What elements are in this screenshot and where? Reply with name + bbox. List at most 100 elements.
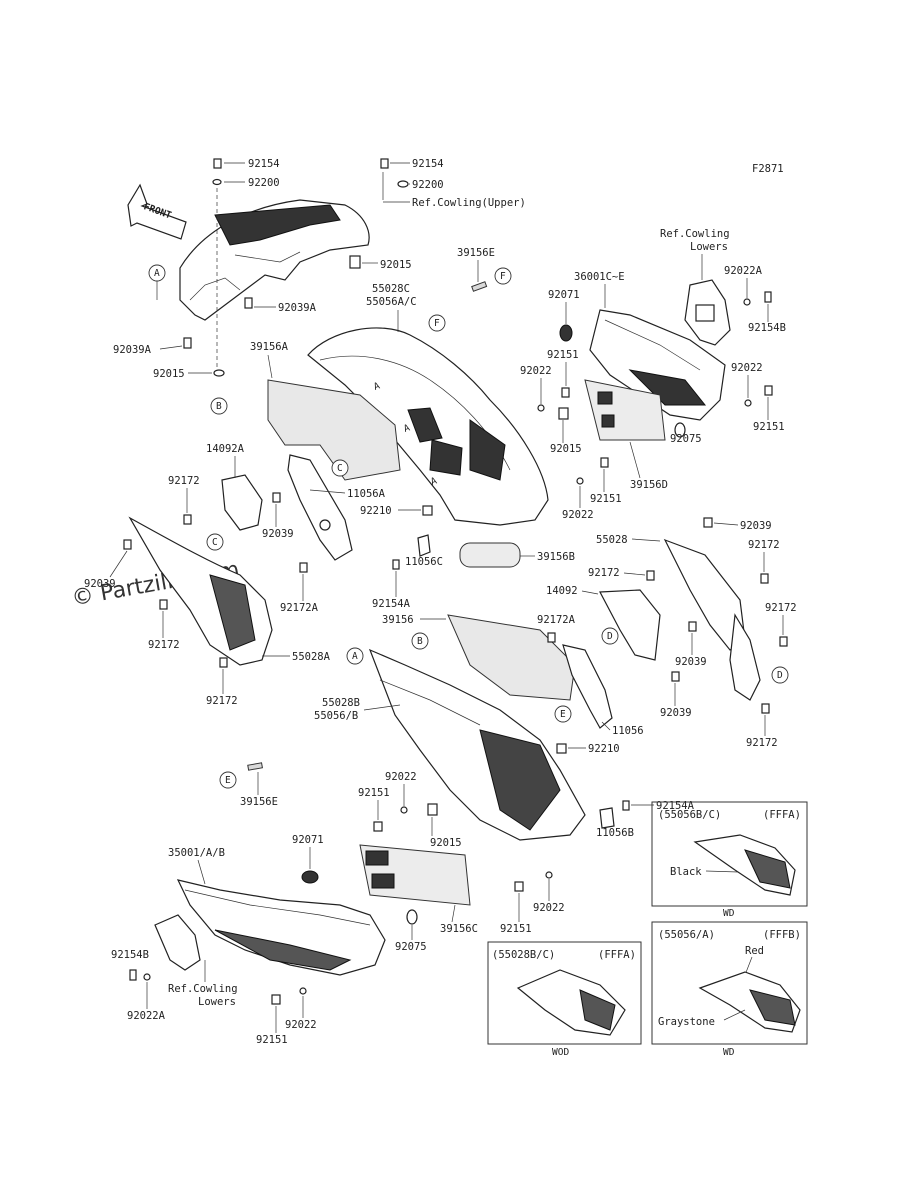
fastener-92015-mid (558, 407, 569, 420)
inset-55056a-market: WD (723, 1047, 735, 1058)
svg-text:A: A (429, 475, 438, 487)
label-92154b-top: 92154B (748, 322, 786, 334)
label-36001ce: 36001C~E (574, 271, 625, 283)
fastener-92151-right (764, 385, 773, 396)
inset-55028bc: (55028B/C) (FFFA) (487, 941, 642, 1045)
svg-text:A: A (402, 422, 411, 434)
svg-text:(FFFA): (FFFA) (598, 949, 636, 961)
inset-55056bc: (55056B/C) (FFFA) Black (651, 801, 808, 907)
fastener-92022-low2 (545, 871, 553, 879)
bracket-14092a (221, 474, 263, 531)
callout-a-low (346, 647, 364, 665)
label-92075-top: 92075 (670, 433, 702, 445)
side-cowl-55028 (663, 538, 761, 701)
svg-text:A: A (154, 268, 160, 279)
fastener-92172-left3 (219, 657, 228, 668)
label-14092a: 14092A (206, 443, 245, 455)
fastener-92039-right-low (671, 671, 680, 682)
label-92154-top-left: 92154 (248, 158, 280, 170)
fastener-92022-low (400, 806, 408, 814)
svg-text:Red: Red (745, 945, 764, 957)
sticker-39156 (447, 614, 576, 701)
fastener-92154-left (212, 158, 245, 186)
callout-b-low (411, 632, 429, 650)
fastener-92151-bottom (271, 994, 281, 1005)
sticker-39156a (267, 379, 401, 481)
fastener-92210-low (556, 743, 567, 754)
fastener-92151-mid (561, 387, 570, 398)
bracket-11056b (599, 807, 615, 829)
label-92172-left: 92172 (168, 475, 200, 487)
svg-text:(55056/A): (55056/A) (658, 929, 715, 941)
grommet-92071-top (559, 324, 573, 342)
label-92200-top-left: 92200 (248, 177, 280, 189)
callout-b-left (210, 397, 228, 415)
callout-c-mid (331, 459, 349, 477)
grommet-92075-top (674, 422, 686, 438)
fastener-92022-mid (537, 404, 545, 412)
label-92039-right-top: 92039 (740, 520, 772, 532)
svg-text:(FFFA): (FFFA) (763, 809, 801, 821)
label-55028a: 55028A (292, 651, 331, 663)
label-92172-right-low: 92172 (746, 737, 778, 749)
fastener-92022-bottom (299, 987, 307, 995)
label-92015-low: 92015 (430, 837, 462, 849)
fastener-92172-right-top (760, 573, 769, 584)
label-92039-mid: 92039 (262, 528, 294, 540)
label-11056b: 11056B (596, 827, 634, 839)
label-92154a-mid: 92154A (372, 598, 411, 610)
label-92151-low: 92151 (358, 787, 390, 799)
label-92075-low: 92075 (395, 941, 427, 953)
label-92039-right-low: 92039 (660, 707, 692, 719)
label-55028c: 55028C (372, 283, 410, 295)
svg-text:(55056B/C): (55056B/C) (658, 809, 721, 821)
label-11056a: 11056A (347, 488, 386, 500)
callout-d-mid (601, 627, 619, 645)
label-39156e-low: 39156E (240, 796, 278, 808)
callout-c-left (206, 533, 224, 551)
svg-text:Graystone: Graystone (658, 1016, 715, 1028)
inner-cover-35001 (176, 879, 386, 976)
label-14092: 14092 (546, 585, 578, 597)
fastener-92151-low (373, 821, 383, 832)
callout-e-low (554, 705, 572, 723)
label-92039a-left: 92039A (113, 344, 152, 356)
label-ref-cowling-lowers-1b: Lowers (690, 241, 728, 253)
label-92022-mid: 92022 (520, 365, 552, 377)
fastener-92039a-right (244, 297, 253, 309)
fastener-92172a-mid (299, 562, 308, 573)
fastener-92154b-low (129, 969, 137, 981)
label-ref-cowling-upper: Ref.Cowling(Upper) (412, 197, 526, 209)
label-92172-right-mid: 92172 (588, 567, 620, 579)
label-92151-mid: 92151 (547, 349, 579, 361)
svg-text:C: C (212, 537, 218, 548)
svg-text:A: A (372, 380, 381, 392)
fastener-92154-mid (380, 158, 410, 188)
sticker-39156e-top (471, 281, 488, 292)
label-92172-left2: 92172 (148, 639, 180, 651)
label-92039a-right: 92039A (278, 302, 317, 314)
label-ref-cowling-lowers-2b: Lowers (198, 996, 236, 1008)
label-92172-right-top: 92172 (748, 539, 780, 551)
front-arrow-icon: FRONT (127, 183, 187, 240)
fastener-92015-left (213, 369, 225, 377)
label-92022-right: 92022 (731, 362, 763, 374)
fastener-92172-right-low (761, 703, 770, 714)
svg-text:F: F (434, 318, 440, 329)
label-11056c: 11056C (405, 556, 443, 568)
callout-d-right (771, 666, 789, 684)
label-92151-mid2: 92151 (590, 493, 622, 505)
label-92154b-low: 92154B (111, 949, 149, 961)
label-92210-top: 92210 (360, 505, 392, 517)
svg-text:(FFFB): (FFFB) (763, 929, 801, 941)
label-55028b: 55028B (322, 697, 360, 709)
label-92022-low2: 92022 (533, 902, 565, 914)
svg-text:D: D (607, 631, 613, 642)
callout-f-mid (428, 314, 446, 332)
upper-inner-cowl (179, 199, 370, 321)
stay-11056a (287, 454, 353, 561)
label-39156b: 39156B (537, 551, 575, 563)
label-92172-right2: 92172 (765, 602, 797, 614)
svg-text:C: C (337, 463, 343, 474)
label-92172-left3: 92172 (206, 695, 238, 707)
